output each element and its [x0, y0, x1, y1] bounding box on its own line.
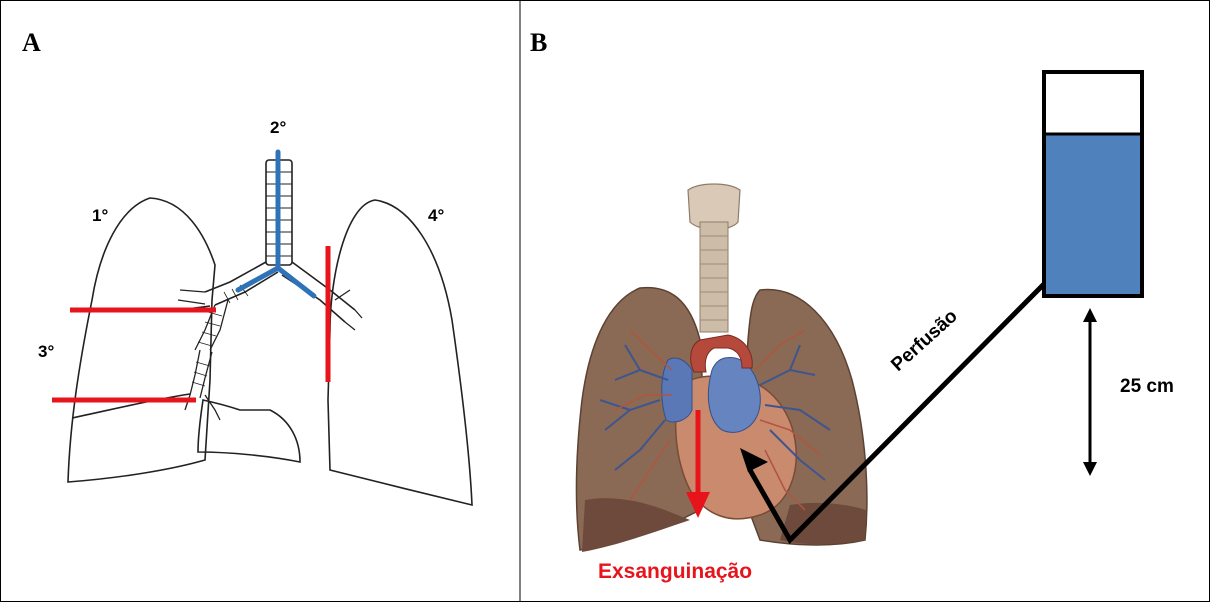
panel-b-letter: B — [530, 28, 547, 58]
airway-marker-left — [278, 268, 314, 296]
left-main-bronchus — [282, 262, 355, 322]
label-3: 3° — [38, 342, 54, 362]
illustration-vena-cava — [662, 358, 692, 422]
right-bronchial-rings — [192, 285, 248, 386]
perfusion-label: Perfusão — [887, 306, 961, 376]
middle-lobe-outline — [198, 400, 300, 462]
right-lung-outline — [68, 198, 215, 482]
cut-lines — [52, 246, 328, 400]
airway-markers — [238, 152, 314, 296]
reservoir — [1044, 72, 1142, 296]
heart-lung-illustration — [576, 184, 866, 552]
reservoir-fluid — [1044, 134, 1142, 296]
left-bronchial-tree — [335, 290, 362, 330]
illustration-trachea — [700, 222, 728, 332]
height-label: 25 cm — [1120, 376, 1174, 398]
panel-a-drawing — [68, 160, 472, 505]
label-4: 4° — [428, 206, 444, 226]
label-2: 2° — [270, 118, 286, 138]
right-main-bronchus — [205, 262, 278, 305]
exsanguination-label: Exsanguinação — [598, 560, 752, 584]
label-1: 1° — [92, 206, 108, 226]
left-lung-outline — [328, 200, 472, 505]
height-arrow — [1083, 308, 1097, 476]
airway-marker-right — [238, 268, 278, 290]
panel-a-letter: A — [22, 28, 41, 58]
